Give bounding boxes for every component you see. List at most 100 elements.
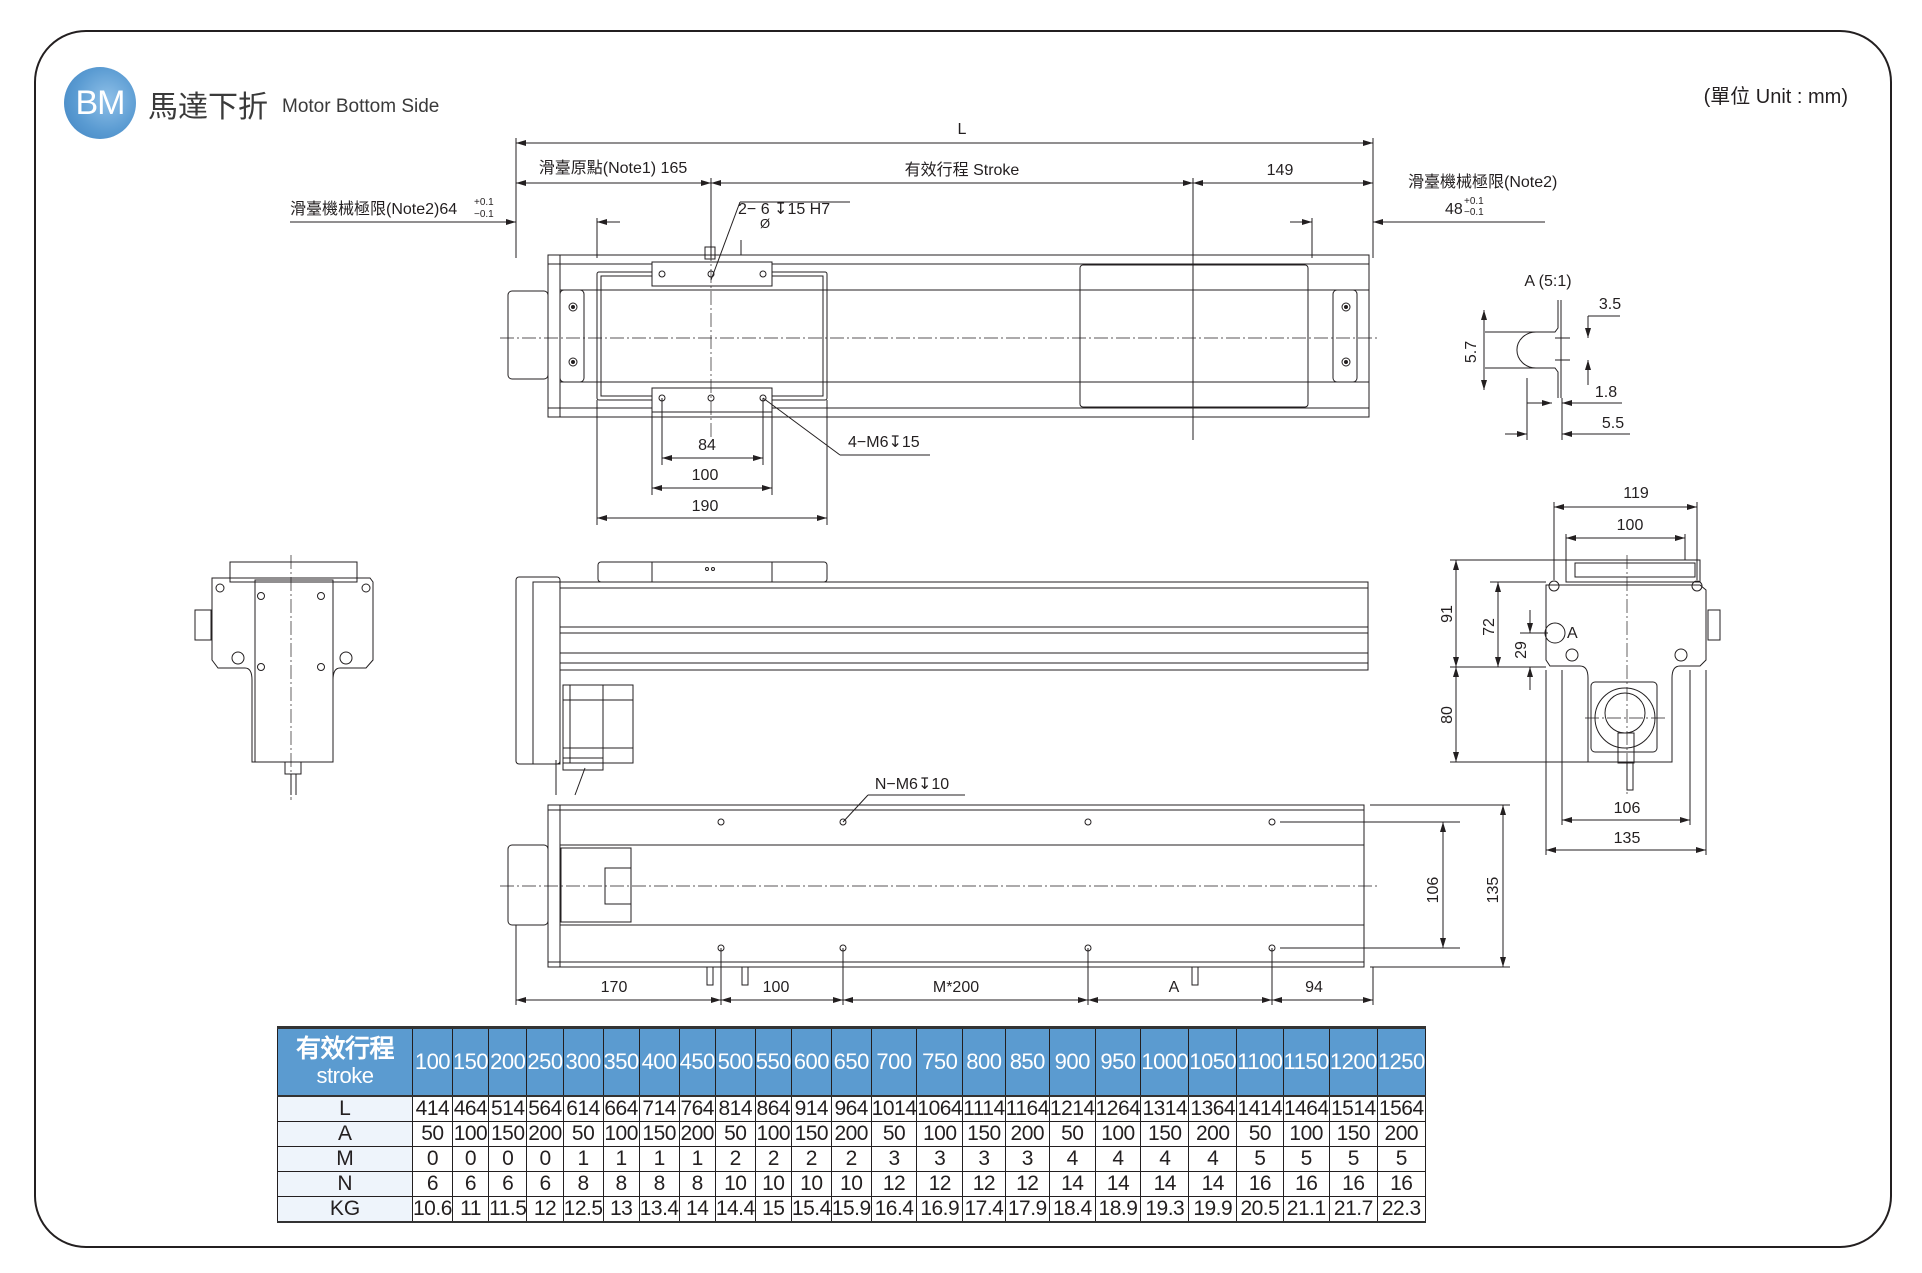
row-label: M <box>277 1146 413 1172</box>
end-dim-72: 72 <box>1481 618 1498 636</box>
bottom-hole-callout: N−M6↧10 <box>875 776 949 793</box>
table-cell: 50 <box>562 1121 604 1147</box>
table-cell: 14.4 <box>714 1196 756 1222</box>
stroke-header-cell: 有效行程 stroke <box>277 1027 413 1096</box>
table-cell: 8 <box>678 1171 716 1197</box>
table-cell: 150 <box>1328 1121 1378 1147</box>
table-cell: 2 <box>714 1146 756 1172</box>
table-cell: 200 <box>526 1121 564 1147</box>
stroke-column-header: 250 <box>526 1027 564 1096</box>
table-cell: 200 <box>1188 1121 1238 1147</box>
table-cell: 3 <box>916 1146 964 1172</box>
table-cell: 764 <box>678 1096 716 1122</box>
table-cell: 2 <box>790 1146 832 1172</box>
table-cell: 13 <box>602 1196 640 1222</box>
end-dim-106: 106 <box>1614 800 1641 817</box>
table-cell: 150 <box>790 1121 832 1147</box>
table-cell: 814 <box>714 1096 756 1122</box>
table-cell: 614 <box>562 1096 604 1122</box>
bottom-dim-a: A <box>1169 979 1180 996</box>
limit-right-value: 48 <box>1445 201 1463 218</box>
table-cell: 4 <box>1140 1146 1190 1172</box>
table-cell: 1314 <box>1140 1096 1190 1122</box>
table-cell: 13.4 <box>638 1196 680 1222</box>
side-view <box>515 561 1369 796</box>
table-cell: 464 <box>451 1096 490 1122</box>
table-cell: 20.5 <box>1236 1196 1284 1222</box>
table-cell: 10 <box>830 1171 872 1197</box>
stroke-header-zh: 有效行程 <box>295 1035 395 1063</box>
limit-right-tol-minus: −0.1 <box>1464 207 1484 218</box>
limit-right-tol-plus: +0.1 <box>1464 196 1484 207</box>
stroke-column-header: 1150 <box>1282 1027 1330 1096</box>
detail-marker-a: A <box>1567 625 1578 642</box>
table-cell: 1 <box>638 1146 680 1172</box>
table-cell: 19.9 <box>1188 1196 1238 1222</box>
table-cell: 21.1 <box>1282 1196 1330 1222</box>
table-cell: 200 <box>1004 1121 1050 1147</box>
row-label: KG <box>277 1196 413 1222</box>
table-cell: 15 <box>754 1196 792 1222</box>
table-cell: 5 <box>1376 1146 1426 1172</box>
table-cell: 1 <box>678 1146 716 1172</box>
dim-stroke-label: 有效行程 Stroke <box>905 161 1020 179</box>
table-cell: 664 <box>602 1096 640 1122</box>
table-cell: 4 <box>1048 1146 1096 1172</box>
table-cell: 964 <box>830 1096 872 1122</box>
table-cell: 4 <box>1094 1146 1142 1172</box>
series-badge: BM <box>64 67 136 139</box>
stroke-column-header: 1100 <box>1236 1027 1284 1096</box>
pin-hole-callout: 2− 6 ↧15 H7 <box>738 201 830 218</box>
stroke-column-header: 450 <box>678 1027 716 1096</box>
table-cell: 914 <box>790 1096 832 1122</box>
table-cell: 17.9 <box>1004 1196 1050 1222</box>
stroke-column-header: 100 <box>412 1027 453 1096</box>
table-cell: 15.4 <box>790 1196 832 1222</box>
table-cell: 11.5 <box>488 1196 528 1222</box>
table-cell: 564 <box>526 1096 564 1122</box>
stroke-column-header: 700 <box>870 1027 918 1096</box>
stroke-column-header: 200 <box>488 1027 528 1096</box>
dim-L-label: L <box>958 121 967 138</box>
bottom-dim-170: 170 <box>601 979 628 996</box>
table-cell: 16.4 <box>870 1196 918 1222</box>
table-cell: 1 <box>562 1146 604 1172</box>
stroke-column-header: 300 <box>562 1027 604 1096</box>
table-cell: 50 <box>714 1121 756 1147</box>
table-cell: 14 <box>678 1196 716 1222</box>
stroke-column-header: 600 <box>790 1027 832 1096</box>
table-cell: 2 <box>830 1146 872 1172</box>
title-chinese: 馬達下折 <box>148 91 268 124</box>
bottom-dim-135: 135 <box>1485 877 1502 904</box>
limit-left-label: 滑臺機械極限(Note2)64 <box>290 200 457 218</box>
table-cell: 200 <box>1376 1121 1426 1147</box>
table-cell: 0 <box>488 1146 528 1172</box>
row-label: N <box>277 1171 413 1197</box>
table-cell: 6 <box>488 1171 528 1197</box>
detail-dim-3-5: 3.5 <box>1599 296 1621 313</box>
end-dim-119: 119 <box>1623 485 1649 502</box>
table-cell: 16 <box>1328 1171 1378 1197</box>
right-end-view <box>1450 502 1721 855</box>
table-cell: 21.7 <box>1328 1196 1378 1222</box>
table-cell: 100 <box>602 1121 640 1147</box>
table-cell: 12 <box>870 1171 918 1197</box>
bottom-dim-106: 106 <box>1425 877 1442 904</box>
table-cell: 1364 <box>1188 1096 1238 1122</box>
table-cell: 3 <box>870 1146 918 1172</box>
table-cell: 100 <box>451 1121 490 1147</box>
table-cell: 1114 <box>962 1096 1006 1122</box>
table-cell: 8 <box>562 1171 604 1197</box>
table-cell: 16 <box>1282 1171 1330 1197</box>
end-dim-80: 80 <box>1439 706 1456 724</box>
table-cell: 5 <box>1236 1146 1284 1172</box>
end-dim-135: 135 <box>1614 830 1641 847</box>
table-cell: 0 <box>451 1146 490 1172</box>
dim-100-label: 100 <box>692 467 719 484</box>
table-cell: 414 <box>412 1096 453 1122</box>
